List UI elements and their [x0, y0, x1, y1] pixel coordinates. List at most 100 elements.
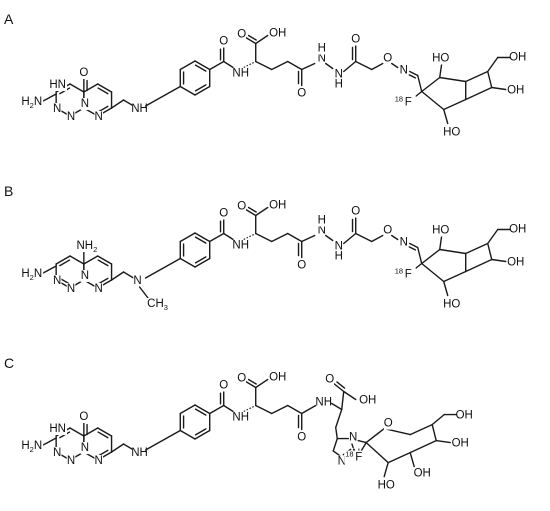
sugar-ring-o-label: O — [384, 418, 393, 430]
bond — [421, 262, 445, 283]
label-mask — [237, 200, 247, 213]
bond — [332, 437, 338, 452]
label-mask — [51, 423, 67, 435]
pteridine-n-label: N — [67, 455, 75, 467]
label-mask — [52, 103, 62, 115]
label-mask — [508, 256, 524, 269]
label-mask — [237, 372, 247, 385]
bond — [443, 98, 467, 111]
bond — [271, 404, 289, 415]
label-mask — [270, 199, 286, 212]
bond — [223, 232, 236, 242]
bond — [194, 257, 211, 268]
bond — [255, 232, 273, 243]
label-mask — [510, 223, 526, 236]
bond — [243, 405, 256, 412]
hydrazide-n-label: N — [318, 53, 326, 65]
acid-oh-label: OH — [269, 372, 286, 384]
bond — [487, 228, 499, 245]
bond — [138, 286, 151, 301]
label-mask — [21, 440, 44, 452]
bond — [122, 99, 135, 107]
bond — [301, 62, 316, 71]
bond — [325, 62, 334, 70]
bond — [223, 404, 236, 414]
bond — [271, 60, 289, 71]
pteridine-n-label: N — [53, 447, 61, 459]
hydrazide-h-label: H — [335, 251, 343, 263]
bond — [341, 390, 345, 411]
bond — [391, 234, 399, 241]
label-mask — [270, 27, 286, 40]
pteridine-n-label: N — [81, 98, 89, 110]
bond — [331, 402, 343, 411]
bond — [247, 378, 257, 385]
bond — [431, 423, 437, 442]
acid-o-label: O — [237, 201, 246, 213]
bond — [443, 270, 467, 283]
label-mask — [348, 431, 358, 444]
bond — [179, 232, 196, 243]
bond — [194, 64, 207, 72]
label-mask — [52, 447, 62, 459]
label-mask — [414, 467, 430, 480]
panel-a-oh-label: HO — [443, 127, 460, 139]
oxime-n-label: N — [400, 65, 408, 77]
label-mask — [52, 275, 62, 287]
pteridine-n-label: N — [53, 103, 61, 115]
amide-o-label: O — [219, 36, 228, 48]
label-mask — [317, 42, 327, 55]
panel-a-fluorine-label: F — [405, 97, 412, 109]
bond — [391, 62, 399, 69]
label-mask — [317, 214, 327, 227]
bond — [343, 390, 357, 401]
bond — [333, 382, 345, 393]
bond — [409, 439, 437, 454]
bond — [179, 429, 196, 440]
bond — [287, 404, 303, 415]
bond — [465, 70, 489, 83]
oxime-o-label: O — [383, 225, 392, 237]
label-mask — [393, 267, 416, 281]
panel-c-fluorine-label-isotope: 18 — [345, 450, 353, 459]
bond — [408, 74, 417, 79]
label-mask — [334, 68, 344, 81]
bond — [371, 62, 384, 71]
label-mask — [399, 236, 409, 249]
panel-a-fluorine-label-isotope: 18 — [395, 95, 403, 104]
oxime-n-label: N — [400, 237, 408, 249]
bond — [439, 76, 467, 83]
panel-b-fluorine-label: F — [405, 269, 412, 281]
amide-o-label: O — [219, 380, 228, 392]
bond — [365, 427, 385, 444]
bond — [194, 85, 211, 96]
bond — [355, 232, 373, 243]
label-mask — [344, 450, 367, 464]
label-mask — [325, 373, 335, 386]
pteridine-nh-label: HN — [49, 79, 66, 91]
bond — [383, 461, 389, 478]
bond — [439, 234, 443, 251]
bond — [69, 427, 85, 437]
label-mask — [94, 455, 104, 467]
bond — [443, 280, 449, 297]
bond — [194, 429, 211, 440]
bond — [144, 85, 181, 107]
amide-nh-label: NH — [315, 397, 332, 409]
bond — [443, 108, 449, 125]
bond — [409, 451, 415, 468]
bond — [194, 428, 207, 436]
label-mask — [219, 35, 229, 48]
label-mask — [66, 111, 76, 123]
label-mask — [316, 396, 332, 409]
bond — [83, 83, 99, 93]
bond — [247, 206, 257, 213]
hydrazide-n-label: N — [335, 69, 343, 81]
bond — [247, 34, 257, 41]
label-mask — [233, 411, 249, 424]
methyl-label: CH3 — [147, 298, 168, 312]
bond — [335, 426, 338, 440]
label-mask — [433, 52, 449, 65]
